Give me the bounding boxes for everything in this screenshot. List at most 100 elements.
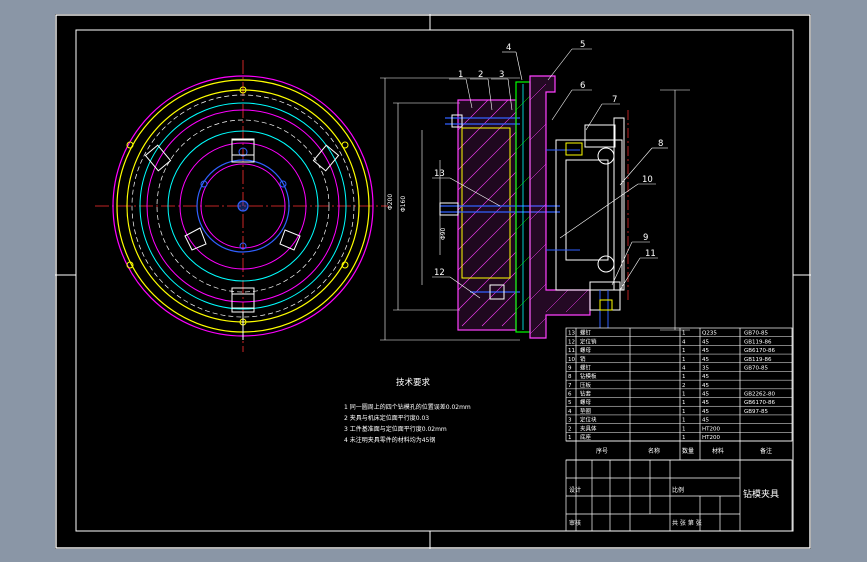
front-view xyxy=(95,60,388,352)
ring-cyan-outer xyxy=(139,102,347,310)
header-no: 序号 xyxy=(596,447,608,455)
bom-cell: 螺钉 xyxy=(580,363,592,371)
bom-cell: GB119-86 xyxy=(744,357,772,363)
ring-blue xyxy=(196,159,290,253)
bom-cell: 45 xyxy=(702,357,709,363)
bom-cell: 4 xyxy=(682,365,686,371)
bom-cell: Q235 xyxy=(702,331,717,337)
bom-cell: 4 xyxy=(682,339,686,345)
bom-cell: GB6170-86 xyxy=(744,348,776,354)
designer-label: 设计 xyxy=(569,486,581,494)
jig-inner xyxy=(565,159,609,261)
jig-top-round xyxy=(597,147,615,165)
bom-cell: 5 xyxy=(568,400,572,406)
dim-text-1: Φ200 xyxy=(387,194,394,210)
bom-cell: 销 xyxy=(580,355,586,363)
header-remark: 备注 xyxy=(760,447,772,455)
bom-cell: GB119-86 xyxy=(744,339,772,345)
bom-cell: 10 xyxy=(568,357,575,363)
tech-item-3: 3 工件基准面与定位面平行度0.02mm xyxy=(344,425,447,433)
bom-cell: 1 xyxy=(682,409,686,415)
rim-white-dashed xyxy=(131,94,355,318)
bom-cell: GB70-85 xyxy=(744,331,769,337)
middle-hatch xyxy=(515,95,531,311)
inner-border xyxy=(75,29,794,532)
bom-cell: 1 xyxy=(682,357,686,363)
bom-cell: 45 xyxy=(702,400,709,406)
jig-bottom-round xyxy=(597,255,615,273)
bom-cell: 12 xyxy=(568,339,575,345)
shafts xyxy=(439,114,505,300)
bom-cell: 螺母 xyxy=(580,398,592,406)
callout-5: 5 xyxy=(580,40,585,50)
callout-8: 8 xyxy=(658,139,663,149)
ring-magenta-core xyxy=(200,163,286,249)
bom-cell: 压板 xyxy=(580,381,592,389)
callout-9: 9 xyxy=(643,233,648,243)
dim-text-3: Φ90 xyxy=(440,227,447,240)
bom-cell: 9 xyxy=(568,365,572,371)
bom-cell: 4 xyxy=(568,409,572,415)
bom-cell: 底座 xyxy=(580,433,592,441)
bom-cell: 45 xyxy=(702,374,709,380)
bom-cell: 夹具体 xyxy=(580,424,597,432)
drawing-name: 钻模夹具 xyxy=(743,488,779,500)
tech-item-2: 2 夹具与机床定位面平行度0.03 xyxy=(344,414,429,422)
bom-cell: 1 xyxy=(682,418,686,424)
inner-jaws xyxy=(184,139,301,251)
base-hatch xyxy=(457,99,517,327)
tech-item-4: 4 未注明夹具零件的材料均为45钢 xyxy=(344,436,435,444)
bom-cell: GB6170-86 xyxy=(744,400,776,406)
jig-yellow xyxy=(565,142,613,311)
flange-hatch xyxy=(529,83,589,335)
jig-plate-right xyxy=(613,117,625,291)
bom-header: 序号 名称 数量 材料 备注 xyxy=(596,447,772,455)
header-material: 材料 xyxy=(712,447,724,455)
bom-cell: 35 xyxy=(702,365,709,371)
bom-cell: GB2262-80 xyxy=(744,392,776,398)
callout-4: 4 xyxy=(506,43,511,53)
ring-magenta-inner xyxy=(179,142,307,270)
bom-cell: 2 xyxy=(682,383,686,389)
bom-cell: 7 xyxy=(568,383,572,389)
bom-cell: 45 xyxy=(702,418,709,424)
jig-top-clamp xyxy=(584,124,616,148)
bom-cell: 定位销 xyxy=(580,337,597,345)
callout-10: 10 xyxy=(642,175,653,185)
bom-cell: 钻套 xyxy=(580,390,592,398)
callout-3: 3 xyxy=(499,70,504,80)
jig-outer xyxy=(555,139,623,291)
outer-border xyxy=(55,14,811,549)
inner-guide xyxy=(461,127,511,279)
drawing-sheet xyxy=(55,14,811,549)
callout-7: 7 xyxy=(612,95,617,105)
header-name: 名称 xyxy=(648,447,660,455)
bom-cell: 45 xyxy=(702,339,709,345)
bom-cell: 1 xyxy=(682,374,686,380)
callout-12: 12 xyxy=(434,268,445,278)
bom-cell: 8 xyxy=(568,374,572,380)
bom-cell: 1 xyxy=(682,435,686,441)
ring-white-dashed-2 xyxy=(156,119,330,293)
ring-cyan-2 xyxy=(167,130,319,282)
bom-cell: 45 xyxy=(702,348,709,354)
dim-text-2: Φ160 xyxy=(400,196,407,212)
bom-cell: 45 xyxy=(702,409,709,415)
bom-cell: 钻模板 xyxy=(580,372,597,380)
bom-cell: 螺钉 xyxy=(580,329,592,337)
title-block xyxy=(565,327,793,532)
bom-cell: 45 xyxy=(702,392,709,398)
tech-title: 技术要求 xyxy=(396,377,431,388)
title-block-text: 钻模夹具 设计 审核 比例 共 张 第 张 xyxy=(569,486,779,527)
bom-cell: 13 xyxy=(568,331,575,337)
bom-cell: 螺母 xyxy=(580,346,592,354)
bom-cell: 1 xyxy=(682,400,686,406)
center-hole xyxy=(237,200,249,212)
bom-cell: 1 xyxy=(682,426,686,432)
bom-cell: 45 xyxy=(702,383,709,389)
bom-cell: 1 xyxy=(568,435,572,441)
bom-cell: 3 xyxy=(568,418,572,424)
scale-label: 比例 xyxy=(672,486,684,494)
